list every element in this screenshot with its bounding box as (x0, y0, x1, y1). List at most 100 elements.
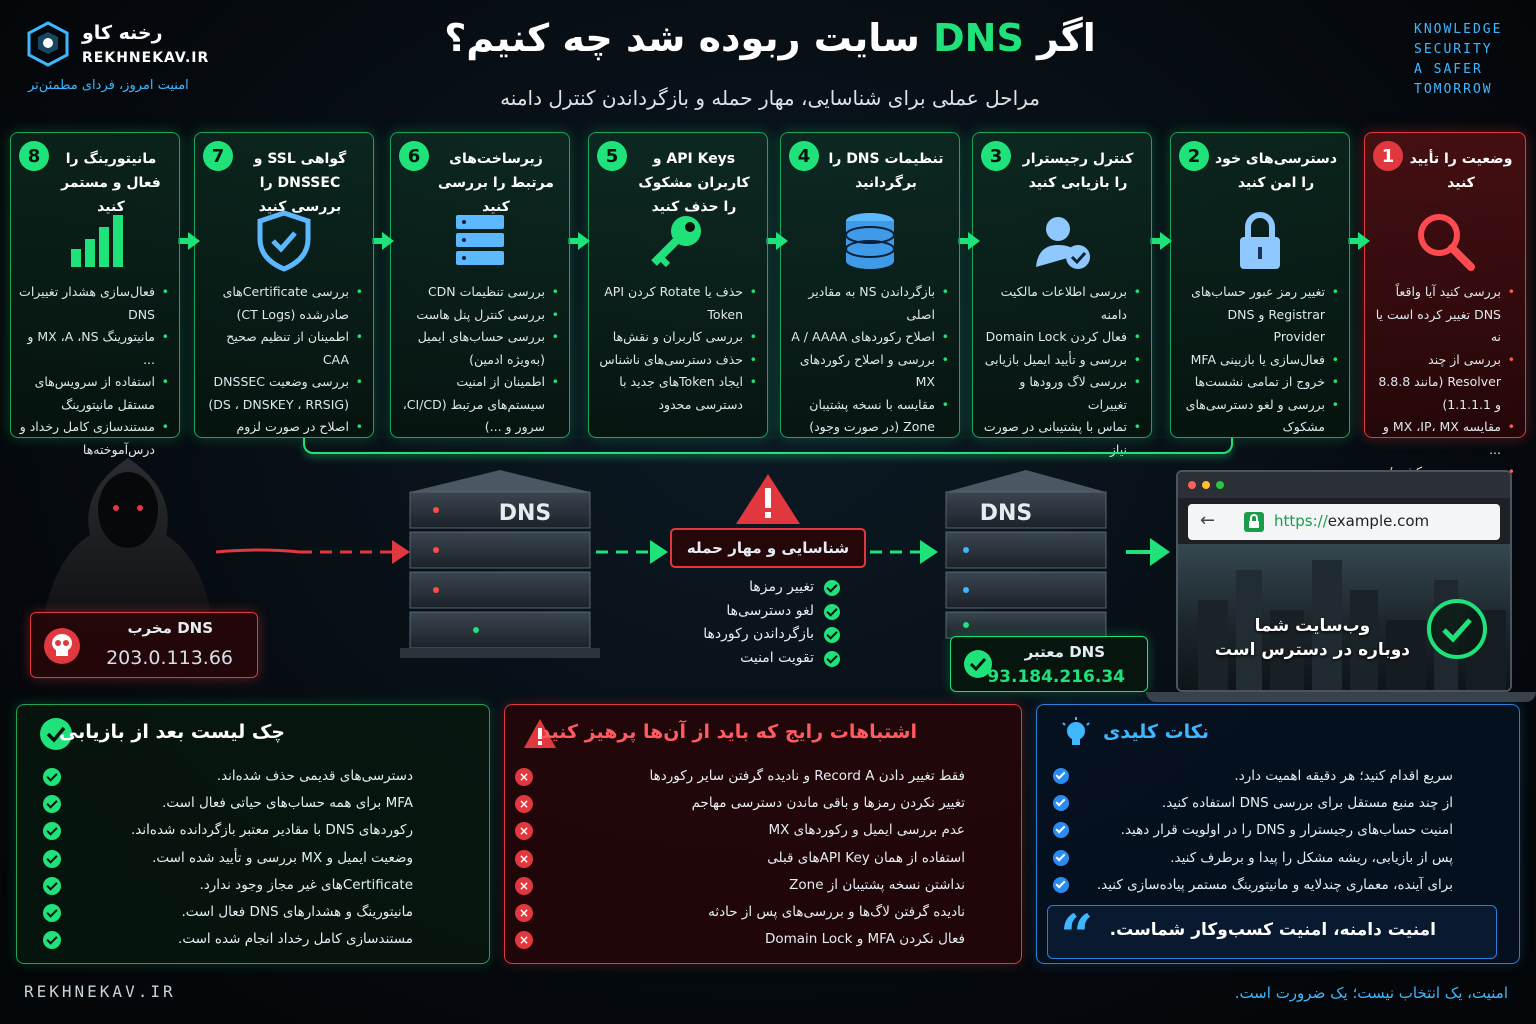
list-item: ×فقط تغییر دادن Record A و نادیده گرفتن … (515, 763, 965, 790)
step-list: فعال‌سازی هشدار تغییرات DNSمانیتورینگ MX… (19, 281, 169, 461)
step-list: بررسی اطلاعات مالکیت دامنهفعال کردن Doma… (981, 281, 1141, 461)
check-icon (1053, 849, 1069, 866)
list-item: سریع اقدام کنید؛ هر دقیقه اهمیت دارد. (1053, 763, 1453, 790)
list-item: مستندسازی کامل رخداد و درس‌آموخته‌ها (19, 416, 169, 461)
steps-bracket (303, 438, 1233, 454)
list-item: Certificateهای غیر مجاز وجود ندارد. (43, 872, 413, 899)
list-item: ×نداشتن نسخه پشتیبان از Zone (515, 872, 965, 899)
malicious-server-label: DNS (499, 501, 552, 526)
step-title: تنظیمات DNS را برگردانید (828, 151, 944, 191)
list-item: بررسی حساب‌های ایمیل (به‌ویژه ادمین) (399, 326, 559, 371)
attacker-dns-box: DNS مخرب 203.0.113.66 (30, 612, 258, 678)
list-item: حذف دسترسی‌های ناشناس (597, 349, 757, 372)
site-restored-message: وب‌سایت شما دوباره در دسترس است (1215, 614, 1410, 662)
slogan: KNOWLEDGE SECURITY A SAFER TOMORROW (1414, 20, 1502, 100)
legit-dns-box: DNS معتبر 93.184.216.34 (950, 636, 1148, 692)
minimize-dot-icon[interactable] (1202, 481, 1210, 489)
maximize-dot-icon[interactable] (1216, 481, 1224, 489)
quote-box: “ امنیت دامنه، امنیت کسب‌وکار شماست. (1047, 902, 1497, 970)
footer-site[interactable]: REKHNEKAV.IR (24, 982, 176, 1001)
browser-window: ← https://example.com وب‌سایت شما دوباره… (1176, 470, 1512, 692)
check-icon (43, 795, 61, 814)
step-title: زیرساخت‌های مرتبط را بررسی کنید (438, 151, 554, 215)
list-item: بررسی از چند Resolver (مانند 8.8.8 و 1.1… (1373, 349, 1515, 417)
list-item: اطمینان از تنظیم صحیح CAA (203, 326, 363, 371)
success-check-icon (1427, 599, 1487, 659)
list-item: MFA برای همه حساب‌های حیاتی فعال است. (43, 790, 413, 817)
checklist-title: چک لیست بعد از بازیابی (58, 721, 285, 743)
list-item: خروج از تمامی نشست‌ها (1179, 371, 1339, 394)
list-item: اطمینان از امنیت سیستم‌های مرتبط (CI/CD،… (399, 371, 559, 439)
x-icon: × (515, 931, 533, 950)
check-icon (824, 650, 840, 667)
x-icon: × (515, 795, 533, 814)
list-item: مستندسازی کامل رخداد انجام شده است. (43, 926, 413, 953)
step-number: 1 (1373, 141, 1403, 171)
list-item: رکوردهای DNS با مقادیر معتبر بازگردانده … (43, 817, 413, 844)
step-list: بررسی Certificateهای صادرشده (CT Logs)اط… (203, 281, 363, 439)
list-item: ×تغییر نکردن رمزها و باقی ماندن دسترسی م… (515, 790, 965, 817)
list-item: فعال‌سازی یا بازبینی MFA (1179, 349, 1339, 372)
list-item: اصلاح رکوردهای A / AAAA (789, 326, 949, 349)
list-item: مانیتورینگ MX ،A ،NS و ... (19, 326, 169, 371)
check-icon (43, 876, 61, 895)
attacker-dns-title: DNS مخرب (127, 619, 213, 637)
check-icon (1053, 876, 1069, 893)
legit-dns-ip: 93.184.216.34 (987, 667, 1125, 687)
step-number: 7 (203, 141, 233, 171)
list-item: ×فعال نکردن MFA و Domain Lock (515, 926, 965, 953)
city-skyline-image (1198, 560, 1506, 690)
database-icon (845, 213, 895, 269)
logo-text-en: REKHNEKAV.IR (82, 50, 210, 66)
step-card-4: 4 تنظیمات DNS را برگردانید بازگرداندن NS ب… (780, 132, 960, 438)
flow-arrow-icon (178, 232, 200, 250)
list-item: استفاده از سرویس‌های مستقل مانیتورینگ (19, 371, 169, 416)
logo-cube-icon (27, 21, 69, 67)
list-item: مانیتورینگ و هشدارهای DNS فعال است. (43, 899, 413, 926)
step-title: کنترل رجیسترار را بازیابی کنید (1022, 151, 1134, 191)
list-item: بررسی کنترل پنل هاست (399, 304, 559, 327)
page-title: اگر DNS سایت ربوده شد چه کنیم؟ (320, 16, 1220, 60)
check-icon (824, 580, 840, 596)
city-background (1178, 544, 1510, 690)
list-item: بررسی و اصلاح رکوردهای MX (789, 349, 949, 394)
slogan-line: TOMORROW (1414, 82, 1493, 97)
x-icon: × (515, 849, 533, 868)
server-icon (456, 215, 504, 265)
check-circle-icon (964, 650, 992, 678)
check-icon (43, 768, 61, 786)
step-title: API Keys و کاربران مشکوک را حذف کنید (638, 151, 750, 215)
malicious-dns-server-icon (400, 470, 600, 658)
step-title: مانیتورینگ را فعال و مستمر کنید (61, 151, 161, 215)
checklist-panel: چک لیست بعد از بازیابی دسترسی‌های قدیمی … (16, 704, 490, 964)
site-msg-line: دوباره در دسترس است (1214, 640, 1410, 660)
list-item: امنیت حساب‌های رجیسترار و DNS را در اولو… (1053, 817, 1453, 844)
back-arrow-icon[interactable]: ← (1200, 510, 1216, 531)
step-number: 4 (789, 141, 819, 171)
skull-icon (44, 628, 80, 664)
list-item: تغییر رمز عبور حساب‌های Registrar و DNS … (1179, 281, 1339, 349)
warning-icon (736, 474, 800, 524)
list-item: بررسی کاربران و نقش‌ها (597, 326, 757, 349)
hacker-icon (40, 458, 216, 640)
close-dot-icon[interactable] (1188, 481, 1196, 489)
flow-arrow-icon (372, 232, 394, 250)
title-dns: DNS (933, 16, 1024, 60)
x-icon: × (515, 904, 533, 923)
list-item: تغییر رمزها (700, 576, 840, 600)
step-list: بازگرداندن NS به مقادیر اصلیاصلاح رکورده… (789, 281, 949, 439)
list-item: از چند منبع مستقل برای بررسی DNS استفاده… (1053, 790, 1453, 817)
legit-dns-title: DNS معتبر (1024, 643, 1105, 661)
list-item: بررسی کنید آیا واقعاً DNS تغییر کرده است… (1373, 281, 1515, 349)
list-item: بازگرداندن NS به مقادیر اصلی (789, 281, 949, 326)
mistakes-panel: اشتباهات رایج که باید از آن‌ها پرهیز کنی… (504, 704, 1022, 964)
list-item: فعال‌سازی هشدار تغییرات DNS (19, 281, 169, 326)
address-bar[interactable]: ← https://example.com (1188, 504, 1500, 540)
flow-arrow-icon (766, 232, 788, 250)
shield-check-icon (257, 210, 311, 272)
list-item: بررسی Certificateهای صادرشده (CT Logs) (203, 281, 363, 326)
containment-box: شناسایی و مهار حمله (670, 528, 866, 568)
